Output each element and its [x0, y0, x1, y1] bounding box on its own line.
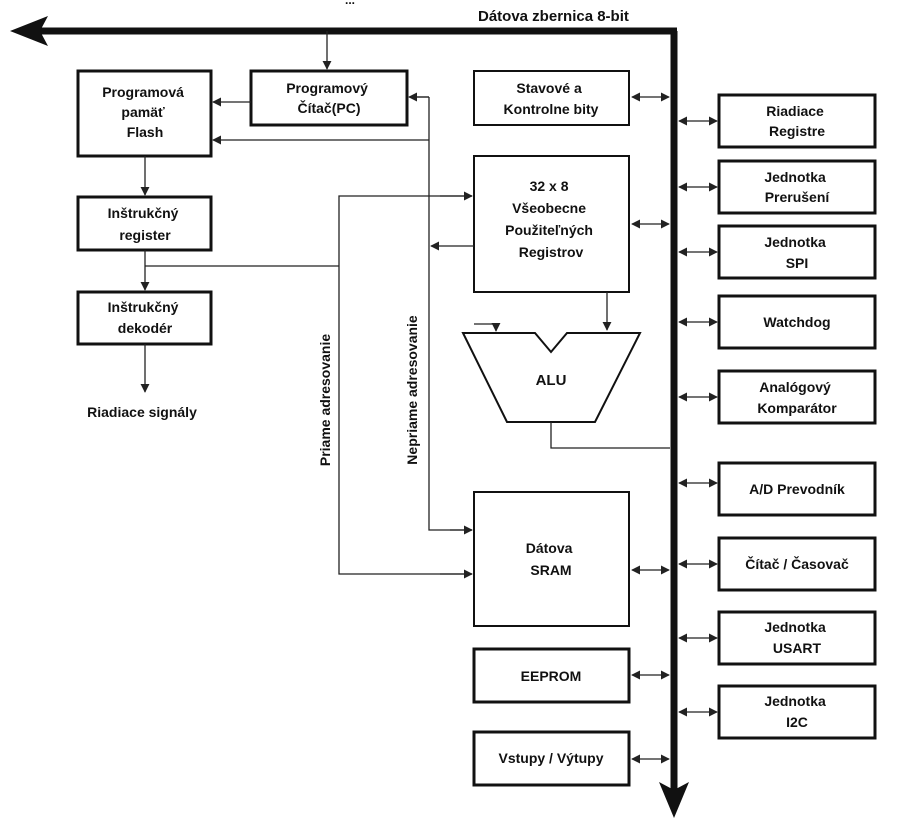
indirect-addressing-label: Nepriame adresovanie — [404, 315, 420, 465]
svg-text:Vstupy / Výtupy: Vstupy / Výtupy — [498, 750, 603, 766]
svg-text:Jednotka Prerušení: Jednotka Prerušení — [764, 169, 830, 205]
peripheral-timer-counter: Čítač / Časovač — [678, 536, 877, 592]
peripheral-control-registers: Riadiace Registre — [678, 93, 877, 149]
peripherals: Riadiace Registre Jednotka Prerušení Jed… — [678, 93, 877, 740]
alu-block: ALU — [461, 332, 642, 423]
data-sram-block: Dátova SRAM — [473, 491, 630, 627]
peripheral-interrupt-unit: Jednotka Prerušení — [678, 159, 877, 215]
peripheral-spi-unit: Jednotka SPI — [678, 224, 877, 280]
control-signals-label: Riadiace signály — [87, 404, 197, 420]
peripheral-analog-comparator: Analógový Komparátor — [678, 369, 877, 425]
direct-addressing-label: Priame adresovanie — [317, 334, 333, 467]
center-bus-connections — [631, 92, 670, 764]
svg-text:Stavové a Kontrolne bity: Stavové a Kontrolne bity — [504, 80, 599, 117]
bus-down-arrow-icon — [659, 782, 689, 818]
status-control-bits-block: Stavové a Kontrolne bity — [473, 70, 630, 126]
svg-text:Čítač / Časovač: Čítač / Časovač — [745, 555, 849, 572]
eeprom-block: EEPROM — [472, 647, 631, 704]
svg-text:Jednotka I2C: Jednotka I2C — [764, 693, 829, 730]
flash-memory-block: Programová pamäť Flash — [76, 69, 213, 158]
program-counter-block: Programový Čítač(PC) — [249, 69, 409, 127]
bus-left-arrow-icon — [10, 16, 48, 46]
svg-text:Dátova SRAM: Dátova SRAM — [526, 540, 577, 578]
svg-text:Watchdog: Watchdog — [763, 314, 830, 330]
instruction-register-block: Inštrukčný register — [76, 195, 213, 252]
svg-text:Inštrukčný register: Inštrukčný register — [108, 205, 183, 243]
top-cropped-text: ... — [345, 0, 355, 7]
general-purpose-registers-block: 32 x 8 Všeobecne Použiteľných Registrov — [473, 155, 630, 293]
internal-connections — [140, 31, 670, 579]
svg-text:Jednotka USART: Jednotka USART — [764, 619, 829, 656]
svg-text:Programová pamäť F: Programová pamäť Flash — [102, 84, 188, 140]
svg-text:EEPROM: EEPROM — [521, 668, 582, 684]
peripheral-ad-converter: A/D Prevodník — [678, 461, 877, 517]
svg-text:Riadiace Registre: Riadiace Registre — [766, 103, 827, 139]
peripheral-watchdog: Watchdog — [678, 294, 877, 350]
svg-text:32 x 8 Všeobecne P: 32 x 8 Všeobecne Použiteľných Registrov — [505, 178, 597, 260]
svg-text:Inštrukčný dekodér: Inštrukčný dekodér — [108, 299, 183, 336]
svg-text:Analógový Komparátor: Analógový Komparátor — [757, 379, 837, 416]
inputs-outputs-block: Vstupy / Výtupy — [472, 730, 631, 787]
svg-text:Jednotka SPI: Jednotka SPI — [764, 234, 829, 271]
svg-text:Programový Čítač(PC): Programový Čítač(PC) — [286, 80, 372, 116]
bus-label: Dátova zbernica 8-bit — [478, 8, 629, 25]
data-bus — [10, 16, 689, 818]
instruction-decoder-block: Inštrukčný dekodér — [76, 290, 213, 346]
svg-text:A/D Prevodník: A/D Prevodník — [749, 481, 845, 497]
peripheral-i2c-unit: Jednotka I2C — [678, 684, 877, 740]
peripheral-usart-unit: Jednotka USART — [678, 610, 877, 666]
svg-text:ALU: ALU — [536, 372, 567, 389]
